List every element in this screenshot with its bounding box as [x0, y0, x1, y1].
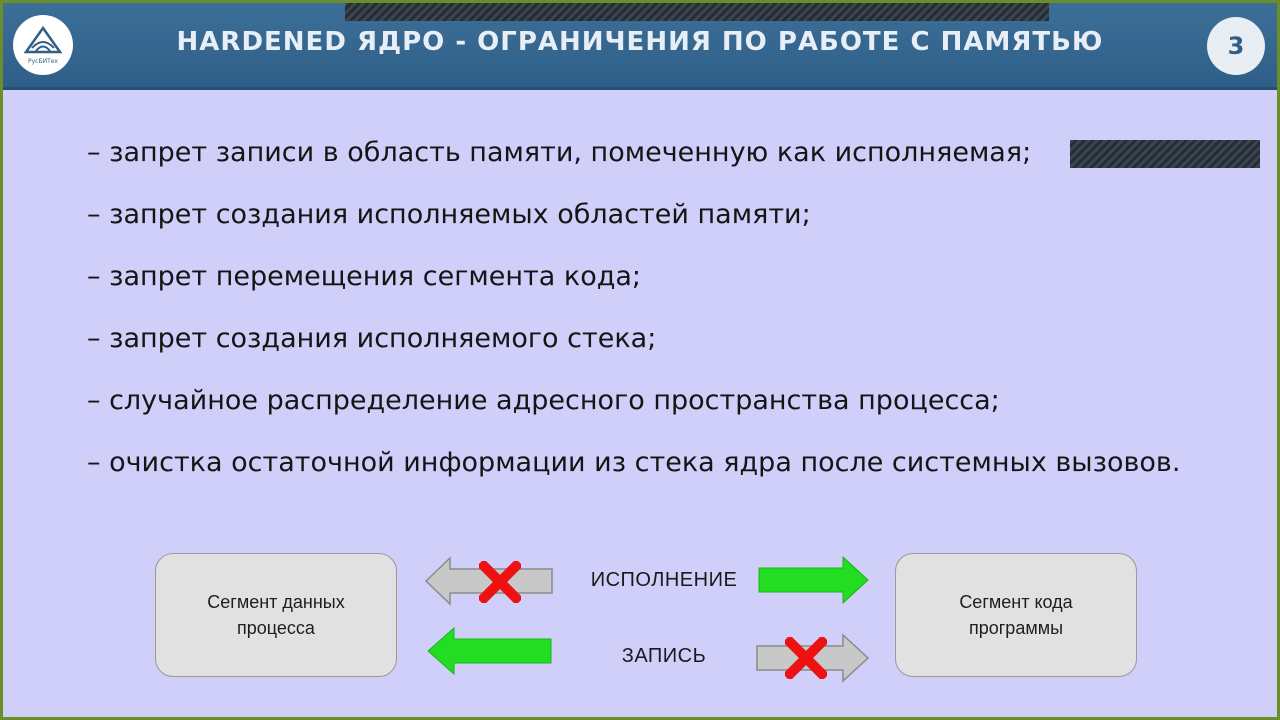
list-item: – запрет перемещения сегмента кода;: [87, 261, 642, 292]
page-number: 3: [1207, 17, 1265, 75]
arrow-left-icon: [424, 556, 553, 606]
arrow-right-icon: [758, 555, 869, 605]
execute-label: ИСПОЛНЕНИЕ: [590, 569, 738, 591]
list-item: – запрет записи в область памяти, помече…: [87, 137, 1032, 168]
list-item: – запрет создания исполняемого стека;: [87, 323, 657, 354]
code-segment-box: Сегмент кода программы: [895, 553, 1137, 677]
arrow-left-icon: [427, 626, 552, 676]
restriction-list: – запрет записи в область памяти, помече…: [87, 131, 1267, 503]
slide-header: РусБИТех HARDENED ЯДРО - ОГРАНИЧЕНИЯ ПО …: [3, 3, 1277, 90]
write-label: ЗАПИСЬ: [621, 645, 707, 667]
slide-title: HARDENED ЯДРО - ОГРАНИЧЕНИЯ ПО РАБОТЕ С …: [176, 27, 1104, 57]
data-segment-box: Сегмент данных процесса: [155, 553, 397, 677]
list-item: – очистка остаточной информации из стека…: [87, 447, 1181, 478]
logo-icon: [24, 25, 62, 53]
list-item: – случайное распределение адресного прос…: [87, 385, 1000, 416]
logo-text: РусБИТех: [28, 57, 58, 65]
cross-icon: [479, 561, 521, 603]
redacted-strip: [345, 3, 1049, 21]
slide: РусБИТех HARDENED ЯДРО - ОГРАНИЧЕНИЯ ПО …: [3, 3, 1277, 717]
cross-icon: [785, 637, 827, 679]
redacted-block: [1070, 140, 1260, 168]
list-item: – запрет создания исполняемых областей п…: [87, 199, 811, 230]
company-logo: РусБИТех: [13, 15, 73, 75]
